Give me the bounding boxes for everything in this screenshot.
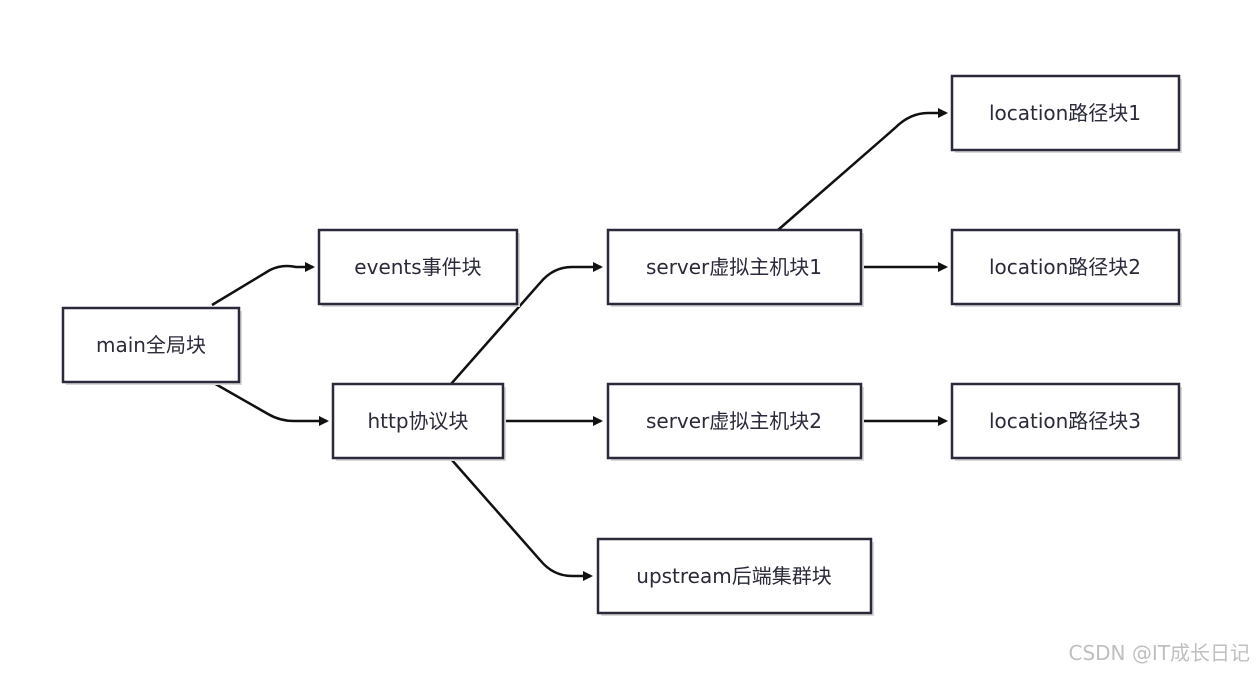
- node-location1-label: location路径块1: [989, 101, 1141, 125]
- node-location3: location路径块3: [950, 382, 1182, 461]
- node-main-label: main全局块: [96, 333, 206, 357]
- node-server1-label: server虚拟主机块1: [646, 255, 822, 279]
- edge-http-upstream: [450, 458, 593, 581]
- node-upstream-label: upstream后端集群块: [636, 564, 831, 588]
- edge-server1-location1: [777, 108, 948, 231]
- edge-main-events: [211, 262, 315, 307]
- node-main: main全局块: [61, 306, 242, 385]
- edge-main-http: [211, 380, 329, 426]
- node-http-label: http协议块: [367, 409, 468, 433]
- node-events: events事件块: [317, 228, 520, 307]
- node-server2: server虚拟主机块2: [606, 382, 864, 461]
- node-location2: location路径块2: [950, 228, 1182, 307]
- node-server1: server虚拟主机块1: [606, 228, 864, 307]
- node-server2-label: server虚拟主机块2: [646, 409, 822, 433]
- node-location3-label: location路径块3: [989, 409, 1141, 433]
- edges: [211, 108, 948, 581]
- node-location2-label: location路径块2: [989, 255, 1141, 279]
- edge-http-server1: [450, 262, 603, 385]
- node-events-label: events事件块: [354, 255, 481, 279]
- node-http: http协议块: [331, 382, 506, 461]
- node-location1: location路径块1: [950, 74, 1182, 153]
- watermark-text: CSDN @IT成长日记: [1069, 641, 1251, 665]
- node-upstream: upstream后端集群块: [596, 537, 874, 616]
